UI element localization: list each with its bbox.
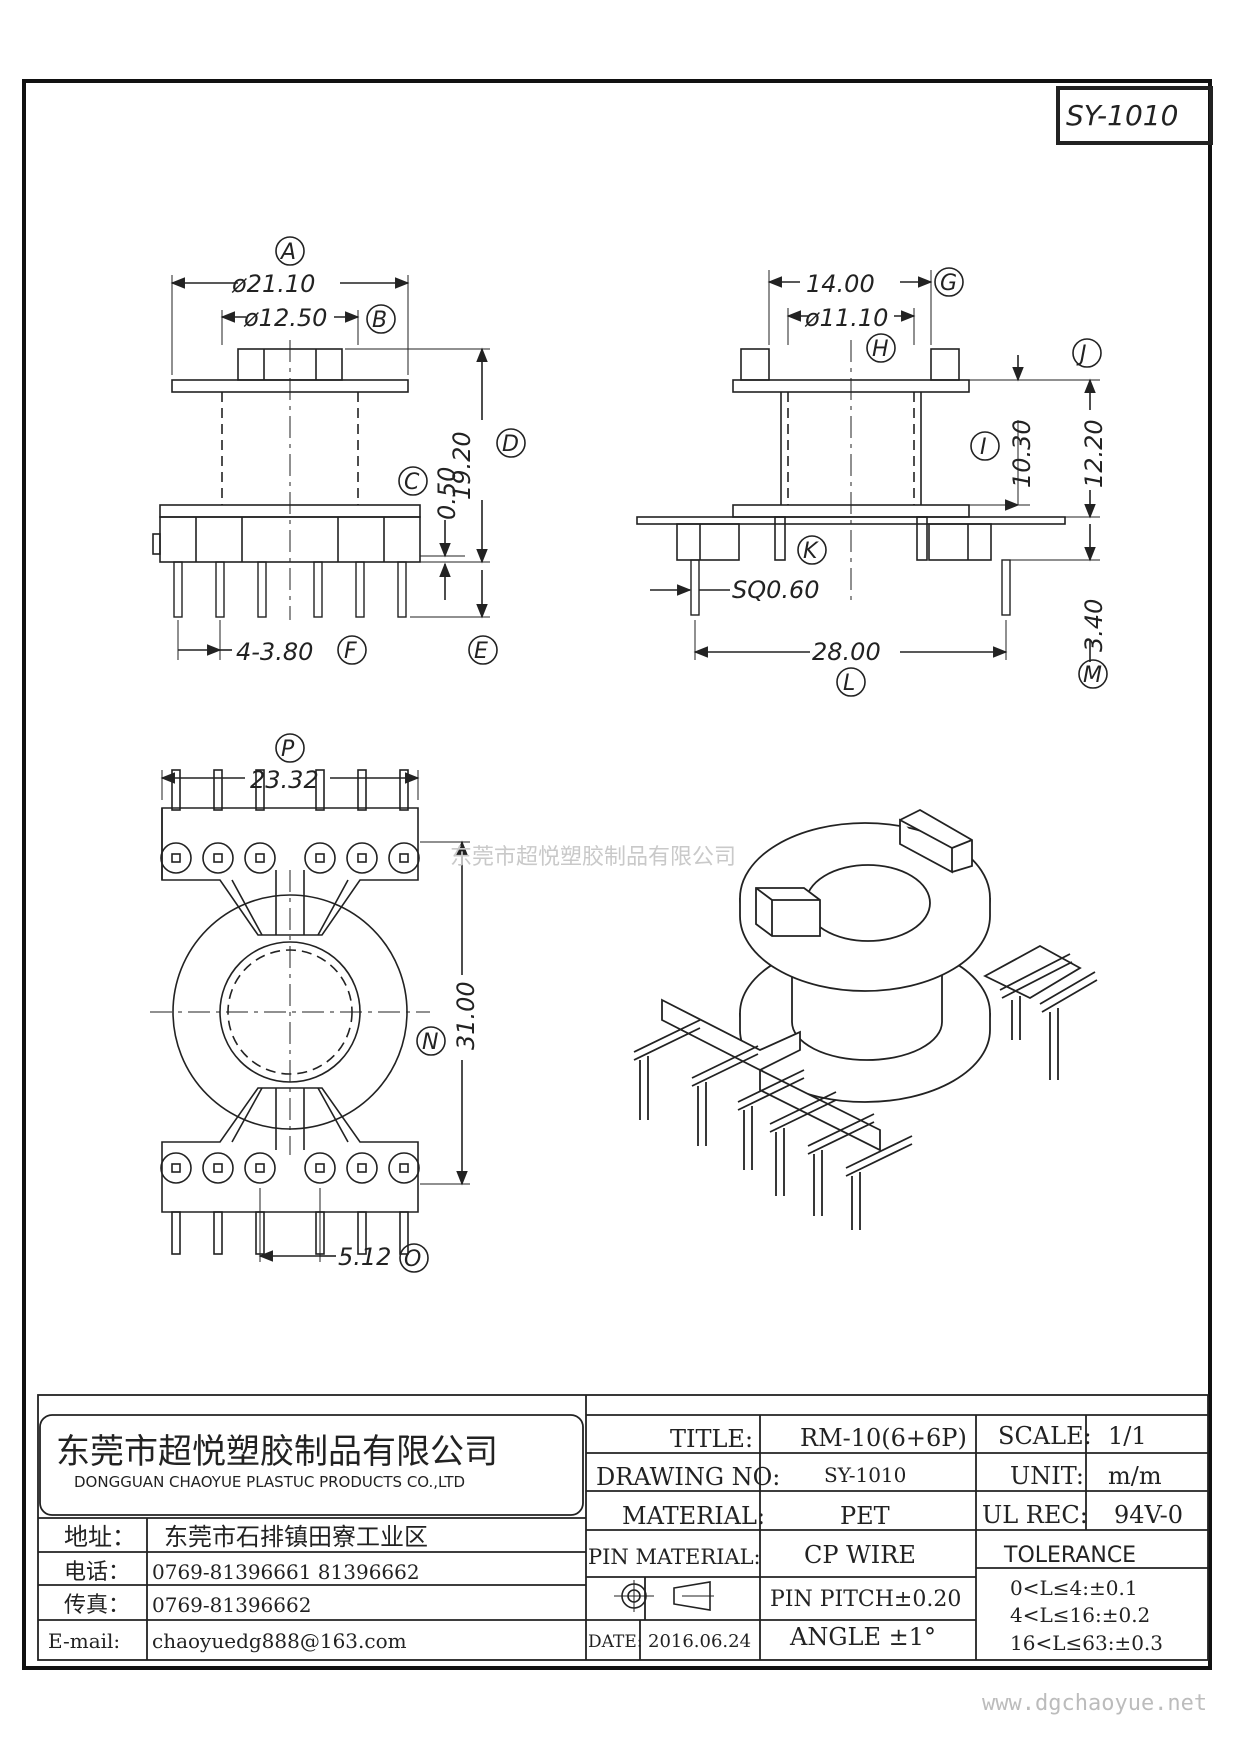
fax-value: 0769-81396662 xyxy=(152,1593,311,1617)
callout-m: M xyxy=(1083,663,1102,688)
callout-l: L xyxy=(843,671,855,696)
dim-c-value: 0.50 xyxy=(433,467,461,520)
dim-p-value: 23.32 xyxy=(250,766,319,794)
address-label: 地址： xyxy=(64,1523,136,1551)
material-value: PET xyxy=(840,1502,890,1530)
unit-label: UNIT: xyxy=(1010,1462,1084,1490)
dim-i-value: 10.30 xyxy=(1008,419,1036,488)
callout-p: P xyxy=(281,737,295,762)
callout-d: D xyxy=(502,432,519,457)
pin-material-label: PIN MATERIAL: xyxy=(588,1545,761,1569)
callout-g: G xyxy=(940,271,957,296)
title-value: RM-10(6+6P) xyxy=(800,1424,967,1452)
date-label: DATE: xyxy=(588,1632,642,1652)
address-value: 东莞市石排镇田寮工业区 xyxy=(164,1523,428,1551)
bottom-view-top-pins xyxy=(160,769,420,874)
title-label: TITLE: xyxy=(670,1425,753,1453)
callout-o: O xyxy=(404,1247,421,1272)
email-label: E-mail: xyxy=(48,1629,120,1653)
drawing-number-badge: SY-1010 xyxy=(1056,86,1213,145)
tolerance-line-3: 16<L≤63:±0.3 xyxy=(1010,1631,1163,1655)
bottom-callouts: P N O xyxy=(275,733,446,1273)
callout-c: C xyxy=(404,470,420,495)
pin-material-value: CP WIRE xyxy=(804,1541,916,1569)
watermark-text: 东莞市超悦塑胶制品有限公司 xyxy=(450,845,736,870)
tolerance-label: TOLERANCE xyxy=(1003,1543,1136,1568)
side-view xyxy=(636,270,1100,662)
badge-text: SY-1010 xyxy=(1066,99,1178,132)
callout-e: E xyxy=(474,639,488,664)
phone-label: 电话： xyxy=(64,1560,130,1585)
dim-k-value: SQ0.60 xyxy=(732,576,820,604)
dim-o-value: 5.12 xyxy=(338,1243,391,1271)
callout-k: K xyxy=(803,539,819,564)
front-pins xyxy=(173,561,407,618)
drawing-no-value: SY-1010 xyxy=(824,1463,906,1487)
drawing-no-label: DRAWING NO: xyxy=(596,1463,780,1491)
isometric-view xyxy=(633,808,1098,1230)
phone-value: 0769-81396661 81396662 xyxy=(152,1560,420,1584)
tolerance-line-1: 0<L≤4:±0.1 xyxy=(1010,1576,1138,1600)
material-label: MATERIAL: xyxy=(622,1502,765,1530)
dim-d-value: 19.20 xyxy=(448,431,476,500)
date-value: 2016.06.24 xyxy=(648,1631,751,1652)
callout-b: B xyxy=(372,308,387,333)
website-text: www.dgchaoyue.net xyxy=(982,1691,1207,1716)
front-view xyxy=(152,275,490,660)
fax-label: 传真： xyxy=(64,1593,130,1618)
dim-l-value: 28.00 xyxy=(812,638,881,666)
dim-g-value: 14.00 xyxy=(806,270,875,298)
projection-symbol-icon xyxy=(614,1580,714,1612)
scale-value: 1/1 xyxy=(1108,1422,1147,1450)
callout-n: N xyxy=(422,1030,438,1055)
side-callouts: G H I J K L M xyxy=(797,267,1108,697)
dim-m-value: 3.40 xyxy=(1080,599,1108,652)
company-name-cn: 东莞市超悦塑胶制品有限公司 xyxy=(56,1432,498,1472)
bottom-view-bottom-pins xyxy=(160,1152,420,1255)
dim-h-value: ø11.10 xyxy=(804,304,888,332)
dim-j-value: 12.20 xyxy=(1080,419,1108,488)
dim-n-value: 31.00 xyxy=(452,981,480,1050)
title-block xyxy=(37,1394,1209,1661)
tolerance-line-2: 4<L≤16:±0.2 xyxy=(1010,1603,1150,1627)
angle: ANGLE ±1° xyxy=(789,1623,936,1651)
scale-label: SCALE: xyxy=(998,1422,1092,1450)
callout-i: I xyxy=(980,435,987,460)
dim-f-value: 4-3.80 xyxy=(236,638,313,666)
unit-value: m/m xyxy=(1108,1462,1162,1490)
dim-b-value: ø12.50 xyxy=(243,304,327,332)
drawing-frame xyxy=(22,79,1212,1670)
iso-front-pins xyxy=(633,1019,913,1230)
dim-a-value: ø21.10 xyxy=(231,270,315,298)
ul-rec-label: UL REC: xyxy=(982,1501,1088,1529)
callout-j: J xyxy=(1076,342,1087,367)
bottom-view xyxy=(150,769,470,1262)
front-callouts: A B C D E F xyxy=(275,236,526,665)
company-name-en: DONGGUAN CHAOYUE PLASTUC PRODUCTS CO.,LT… xyxy=(74,1473,465,1491)
callout-a: A xyxy=(279,240,296,265)
iso-right-pins xyxy=(999,953,1098,1080)
callout-f: F xyxy=(344,639,357,664)
pin-pitch: PIN PITCH±0.20 xyxy=(770,1587,961,1612)
ul-rec-value: 94V-0 xyxy=(1114,1501,1183,1529)
callout-h: H xyxy=(872,337,889,362)
email-value: chaoyuedg888@163.com xyxy=(152,1629,407,1653)
